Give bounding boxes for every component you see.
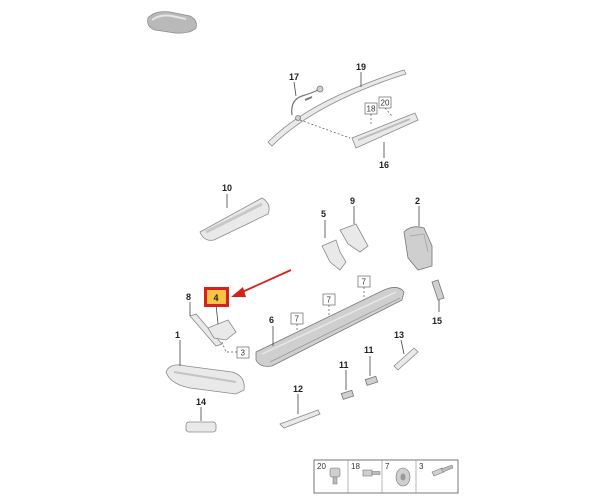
clip-icon — [329, 467, 341, 485]
callout-15: 15 — [432, 316, 442, 326]
part-12-strip[interactable] — [279, 409, 321, 429]
part-14-reflector[interactable] — [185, 421, 217, 433]
part-19-trim-strip[interactable] — [267, 69, 407, 147]
callout-12: 12 — [293, 384, 303, 394]
part-4-bracket[interactable] — [207, 319, 237, 341]
callout-17: 17 — [289, 72, 299, 82]
part-1-lower-section[interactable] — [165, 364, 245, 395]
legend-item-18[interactable]: 18 — [351, 462, 381, 477]
ref-box-7-b: 7 — [322, 293, 336, 306]
callout-10: 10 — [222, 183, 232, 193]
svg-text:7: 7 — [327, 296, 332, 305]
svg-text:3: 3 — [419, 462, 424, 471]
svg-text:7: 7 — [385, 462, 390, 471]
part-5-bracket[interactable] — [321, 239, 347, 271]
part-17-connector[interactable] — [291, 85, 324, 121]
legend-item-7[interactable]: 7 — [385, 462, 411, 487]
svg-text:20: 20 — [317, 462, 326, 471]
svg-text:20: 20 — [381, 99, 390, 108]
part-9-bracket[interactable] — [339, 223, 369, 253]
callout-4: 4 — [214, 293, 219, 303]
callout-9: 9 — [350, 196, 355, 206]
callout-6: 6 — [269, 315, 274, 325]
svg-text:7: 7 — [295, 315, 300, 324]
callout-1: 1 — [175, 330, 180, 340]
ref-box-20: 20 — [378, 96, 392, 109]
callout-11-a: 11 — [339, 360, 349, 370]
ref-box-7-c: 7 — [290, 312, 304, 325]
part-11-clip-a[interactable] — [340, 389, 355, 400]
svg-text:7: 7 — [362, 278, 367, 287]
vehicle-thumbnail — [147, 11, 197, 34]
callout-5: 5 — [321, 209, 326, 219]
ref-box-3: 3 — [236, 346, 250, 359]
part-13-strip[interactable] — [393, 347, 419, 371]
part-16-strip[interactable] — [351, 112, 419, 149]
part-10-panel[interactable] — [199, 197, 270, 241]
svg-text:18: 18 — [351, 462, 360, 471]
hardware-legend: 20 18 7 3 — [313, 459, 459, 494]
bolt-icon — [431, 464, 454, 477]
svg-text:3: 3 — [241, 349, 246, 358]
screw-icon — [362, 469, 381, 477]
callout-11-b: 11 — [364, 345, 374, 355]
callout-14: 14 — [196, 397, 206, 407]
callout-16: 16 — [379, 160, 389, 170]
legend-item-20[interactable]: 20 — [317, 462, 341, 485]
part-6-carrier[interactable] — [255, 287, 405, 367]
part-2-side-bracket[interactable] — [403, 226, 433, 271]
callout-4-highlight[interactable]: 4 — [204, 287, 229, 307]
nut-icon — [395, 467, 411, 487]
legend-item-3[interactable]: 3 — [419, 462, 454, 477]
callout-8: 8 — [186, 292, 191, 302]
highlight-arrow — [231, 269, 292, 297]
part-15-clip[interactable] — [431, 279, 445, 301]
ref-box-18: 18 — [364, 102, 378, 115]
ref-box-7-a: 7 — [357, 275, 371, 288]
part-11-clip-b[interactable] — [364, 375, 379, 386]
callout-19: 19 — [356, 62, 366, 72]
svg-text:18: 18 — [367, 105, 376, 114]
callout-13: 13 — [394, 330, 404, 340]
callout-2: 2 — [415, 196, 420, 206]
